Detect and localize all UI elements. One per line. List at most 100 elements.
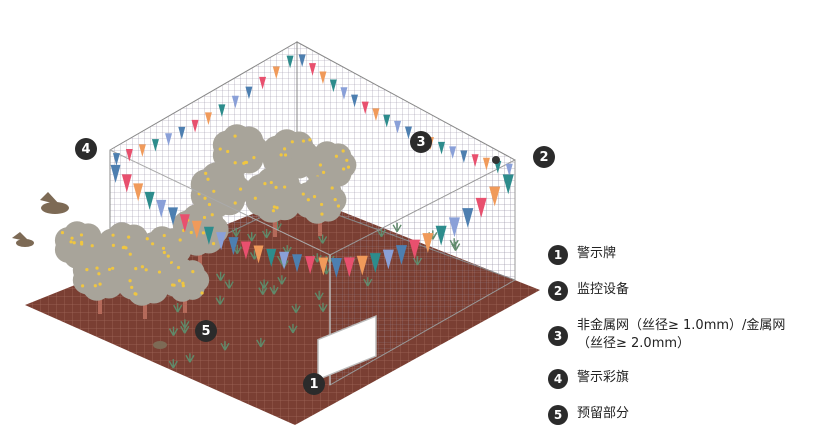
fruit bbox=[179, 238, 182, 241]
fruit bbox=[335, 155, 338, 158]
marker-1: 1 bbox=[303, 373, 325, 395]
fruit bbox=[211, 213, 214, 216]
fruit bbox=[202, 231, 205, 234]
fruit bbox=[151, 242, 154, 245]
fruit bbox=[172, 284, 175, 287]
tree-canopy bbox=[214, 165, 245, 196]
marker-3: 3 bbox=[410, 131, 432, 153]
fruit bbox=[200, 291, 203, 294]
fruit bbox=[203, 216, 206, 219]
marker-2: 2 bbox=[533, 146, 555, 168]
fruit bbox=[234, 161, 237, 164]
legend-item-monitoring: 2监控设备 bbox=[548, 281, 818, 301]
legend-item-net: 3 非金属网（丝径≥ 1.0mm）/金属网 （丝径≥ 2.0mm） bbox=[548, 317, 818, 353]
fruit bbox=[342, 149, 345, 152]
fruit bbox=[182, 284, 185, 287]
fruit bbox=[334, 198, 337, 201]
tree-canopy bbox=[160, 228, 186, 254]
fruit bbox=[97, 272, 100, 275]
fruit bbox=[163, 234, 166, 237]
fruit bbox=[112, 244, 115, 247]
fruit bbox=[191, 270, 194, 273]
fruit bbox=[307, 198, 310, 201]
fruit bbox=[128, 279, 131, 282]
fruit bbox=[70, 237, 73, 240]
fruit bbox=[73, 241, 76, 244]
tree-canopy bbox=[75, 223, 101, 249]
fruit bbox=[274, 186, 277, 189]
fruit bbox=[61, 231, 64, 234]
fruit bbox=[206, 178, 209, 181]
fruit bbox=[204, 172, 207, 175]
fruit bbox=[319, 163, 322, 166]
fruit bbox=[98, 283, 101, 286]
fruit bbox=[226, 150, 229, 153]
fruit bbox=[127, 235, 130, 238]
legend-label: 警示牌 bbox=[577, 245, 616, 263]
fruit bbox=[111, 234, 114, 237]
legend-number: 3 bbox=[548, 326, 568, 346]
marker-5: 5 bbox=[195, 320, 217, 342]
fruit bbox=[270, 181, 273, 184]
tree-canopy bbox=[235, 127, 264, 156]
fruit bbox=[69, 240, 72, 243]
fruit bbox=[308, 138, 311, 141]
fruit bbox=[263, 182, 266, 185]
fruit bbox=[320, 203, 323, 206]
fruit bbox=[129, 253, 132, 256]
legend-item-flags: 4 警示彩旗 bbox=[548, 369, 818, 389]
fruit bbox=[163, 251, 166, 254]
legend: 1 警示牌 2监控设备 3 非金属网（丝径≥ 1.0mm）/金属网 （丝径≥ 2.0… bbox=[548, 245, 818, 441]
legend-number: 4 bbox=[548, 369, 568, 389]
fruit bbox=[145, 268, 148, 271]
fruit bbox=[337, 204, 340, 207]
fruit bbox=[272, 209, 275, 212]
fruit bbox=[313, 195, 316, 198]
legend-label: 预留部分 bbox=[577, 405, 629, 423]
fruit bbox=[239, 188, 242, 191]
fruit bbox=[275, 206, 278, 209]
fruit bbox=[208, 203, 211, 206]
legend-number: 1 bbox=[548, 245, 568, 265]
camera-icon bbox=[492, 156, 500, 164]
fruit bbox=[291, 140, 294, 143]
fruit bbox=[345, 159, 348, 162]
fruit bbox=[190, 231, 193, 234]
legend-label: 非金属网（丝径≥ 1.0mm）/金属网 （丝径≥ 2.0mm） bbox=[577, 317, 785, 353]
legend-label: 警示彩旗 bbox=[577, 369, 629, 387]
fruit bbox=[94, 284, 97, 287]
fruit bbox=[80, 241, 83, 244]
tree-canopy bbox=[315, 178, 341, 204]
legend-label: 监控设备 bbox=[577, 281, 629, 299]
fruit bbox=[322, 171, 325, 174]
fruit bbox=[331, 186, 334, 189]
fruit bbox=[284, 153, 287, 156]
legend-item-reserved: 5 预留部分 bbox=[548, 405, 818, 425]
fruit bbox=[320, 212, 323, 215]
fruit bbox=[252, 156, 255, 159]
fruit bbox=[212, 190, 215, 193]
fruit bbox=[283, 185, 286, 188]
fruit bbox=[122, 246, 125, 249]
fruit bbox=[95, 266, 98, 269]
fruit bbox=[342, 167, 345, 170]
fruit bbox=[141, 265, 144, 268]
fruit bbox=[111, 267, 114, 270]
fruit bbox=[233, 134, 236, 137]
fruit bbox=[302, 192, 305, 195]
fruit bbox=[162, 247, 165, 250]
fruit bbox=[280, 153, 283, 156]
fruit bbox=[130, 286, 133, 289]
legend-number: 5 bbox=[548, 405, 568, 425]
fruit bbox=[108, 268, 111, 271]
fruit bbox=[203, 197, 206, 200]
fruit bbox=[134, 292, 137, 295]
fruit bbox=[81, 284, 84, 287]
fruit bbox=[219, 147, 222, 150]
fruit bbox=[178, 279, 181, 282]
fruit bbox=[80, 233, 83, 236]
tree-canopy bbox=[325, 143, 351, 169]
fruit bbox=[244, 161, 247, 164]
legend-item-warning-sign: 1 警示牌 bbox=[548, 245, 818, 265]
fruit bbox=[283, 147, 286, 150]
